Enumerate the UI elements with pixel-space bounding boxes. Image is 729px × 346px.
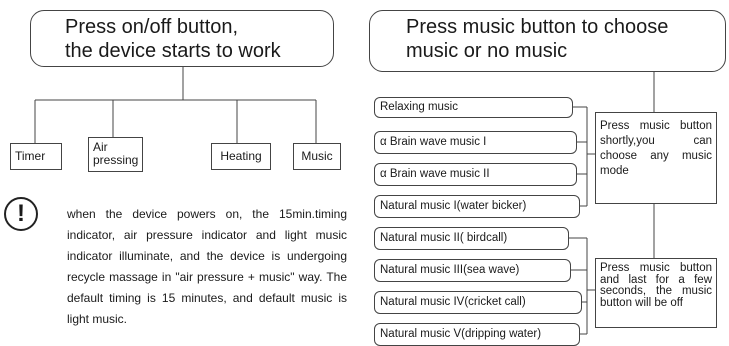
music-title-line1: Press music button to choose bbox=[406, 16, 669, 38]
music-option-brain-wave-2: α Brain wave music II bbox=[374, 163, 577, 186]
music-title-box: Press music button to choose music or no… bbox=[369, 10, 726, 72]
music-option-relaxing: Relaxing music bbox=[374, 97, 573, 118]
power-on-description: when the device powers on, the 15min.tim… bbox=[67, 207, 347, 326]
music-title-line2: music or no music bbox=[406, 40, 568, 62]
function-timer: Timer bbox=[10, 143, 62, 170]
function-heating-label: Heating bbox=[220, 149, 262, 163]
music-option-birdcall: Natural music II( birdcall) bbox=[374, 227, 569, 250]
music-option-label: Natural music IV(cricket call) bbox=[380, 296, 526, 308]
function-timer-label: Timer bbox=[15, 149, 46, 163]
music-option-sea-wave: Natural music III(sea wave) bbox=[374, 259, 571, 282]
function-music-label: Music bbox=[301, 149, 333, 163]
music-option-label: α Brain wave music II bbox=[380, 168, 490, 180]
music-option-brain-wave-1: α Brain wave music I bbox=[374, 131, 577, 154]
power-on-title-box: Press on/off button, the device starts t… bbox=[30, 10, 334, 67]
function-heating: Heating bbox=[211, 143, 271, 170]
music-option-label: Natural music V(dripping water) bbox=[380, 328, 542, 340]
function-music: Music bbox=[293, 143, 341, 170]
exclamation-circle-icon: ! bbox=[4, 197, 38, 231]
music-option-label: Relaxing music bbox=[380, 101, 458, 113]
music-option-label: α Brain wave music I bbox=[380, 136, 487, 148]
music-option-label: Natural music I(water bicker) bbox=[380, 200, 527, 212]
music-option-label: Natural music III(sea wave) bbox=[380, 264, 520, 276]
function-air-pressing-label: Air pressing bbox=[93, 140, 139, 167]
music-option-water-bicker: Natural music I(water bicker) bbox=[374, 195, 580, 218]
music-option-label: Natural music II( birdcall) bbox=[380, 232, 508, 244]
music-option-dripping-water: Natural music V(dripping water) bbox=[374, 323, 580, 346]
short-press-note: Press music button shortly,you can choos… bbox=[595, 112, 717, 204]
music-option-cricket-call: Natural music IV(cricket call) bbox=[374, 291, 582, 314]
power-on-title-line1: Press on/off button, bbox=[65, 16, 239, 38]
long-press-note: Press music button and last for a few se… bbox=[595, 258, 717, 328]
function-air-pressing: Air pressing bbox=[88, 137, 143, 172]
power-on-title-line2: the device starts to work bbox=[65, 40, 281, 62]
